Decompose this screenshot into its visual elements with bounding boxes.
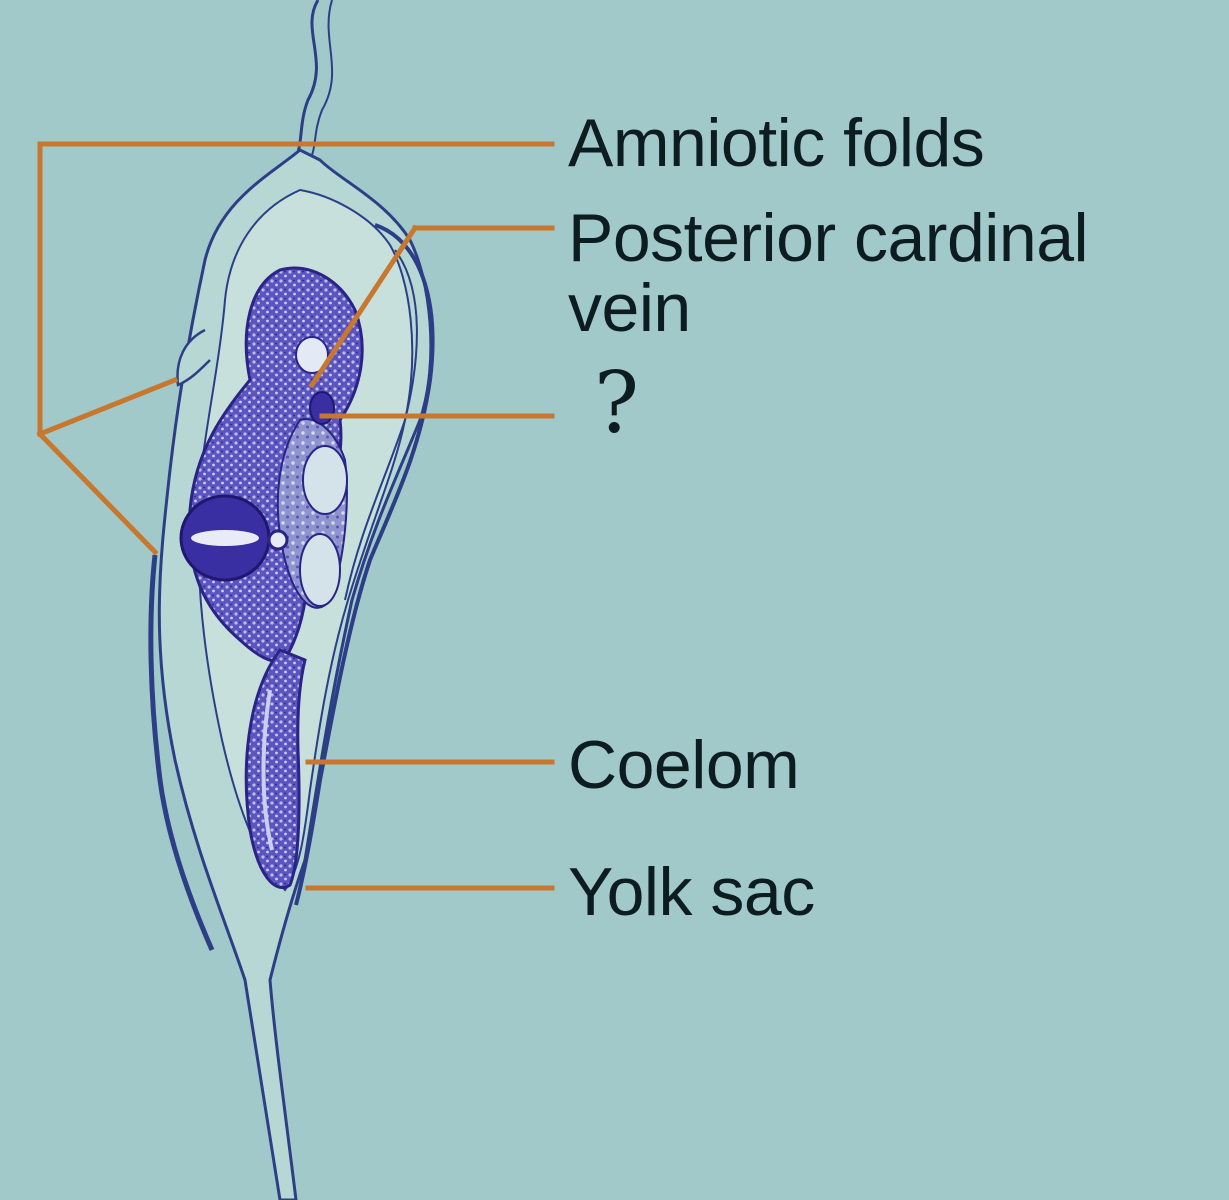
gut-lobe-upper: [302, 445, 348, 515]
leader-cardinal-vein-diag: [308, 224, 419, 389]
label-unknown-structure: ?: [594, 354, 639, 452]
leader-bracket-lower: [36, 430, 159, 556]
cardinal-vein-lumen: [295, 336, 329, 374]
amnion-strand-top: [296, 0, 320, 153]
leader-bracket-upper: [36, 376, 179, 438]
target-structure: [309, 391, 335, 425]
somatopleure-right-inner: [344, 249, 418, 601]
gut-lobe-lower: [299, 533, 341, 607]
label-coelom: Coelom: [568, 727, 800, 803]
leader-lines: [36, 141, 555, 891]
label-amniotic-folds: Amniotic folds: [568, 105, 985, 181]
neural-tube-lumen: [191, 530, 259, 546]
splanchnic-mesoderm: [244, 648, 307, 889]
label-yolk-sac: Yolk sac: [568, 854, 815, 930]
notochord: [267, 529, 289, 551]
somatopleure-right: [294, 223, 435, 906]
amniotic-fold-left: [176, 328, 211, 387]
body-wall-left: [148, 554, 215, 952]
splanchnic-inner: [261, 689, 274, 851]
label-posterior-cardinal-vein: Posterior cardinal vein: [568, 200, 1089, 346]
